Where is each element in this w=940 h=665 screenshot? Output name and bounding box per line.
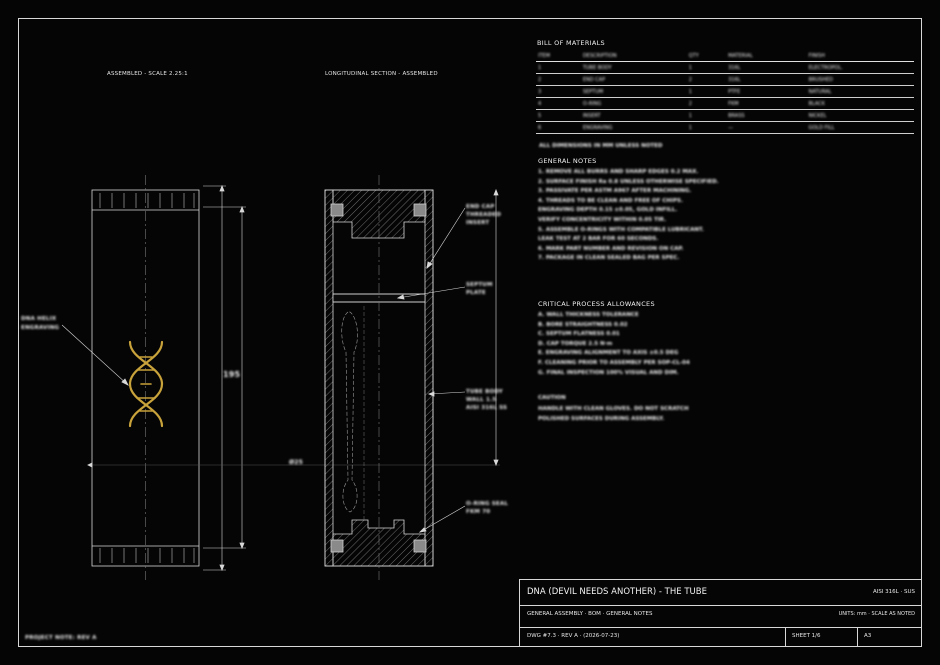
bom-header-description: DESCRIPTION bbox=[580, 50, 687, 62]
bom-header-item: ITEM bbox=[536, 50, 581, 62]
caution-title: CAUTION bbox=[538, 395, 566, 401]
sheet-number: SHEET 1/6 bbox=[792, 633, 821, 639]
title-block-row-meta: DWG #7.3 · REV A · (2026-07-23) SHEET 1/… bbox=[520, 627, 921, 647]
center-dimension: Ø25 bbox=[289, 459, 304, 466]
drawing-subtitle: GENERAL ASSEMBLY · BOM · GENERAL NOTES bbox=[527, 611, 653, 617]
drawing-title: DNA (DEVIL NEEDS ANOTHER) - THE TUBE bbox=[527, 587, 707, 597]
top-cap-knurl bbox=[99, 193, 195, 208]
dna-helix-icon bbox=[128, 340, 164, 428]
units-note: UNITS: mm · SCALE AS NOTED bbox=[838, 611, 915, 617]
size-cell: A3 bbox=[857, 627, 922, 647]
section-view bbox=[324, 175, 499, 580]
material-spec: AISI 316L · SUS bbox=[872, 589, 915, 595]
section-view-title: LONGITUDINAL SECTION - ASSEMBLED bbox=[325, 71, 438, 77]
title-block: DNA (DEVIL NEEDS ANOTHER) - THE TUBE AIS… bbox=[519, 579, 922, 647]
drawing-border bbox=[18, 18, 922, 647]
bom-header-finish: FINISH bbox=[806, 50, 914, 62]
caution-list: HANDLE WITH CLEAN GLOVES. DO NOT SCRATCH… bbox=[538, 406, 689, 422]
sheet-size: A3 bbox=[864, 633, 872, 639]
assembled-view bbox=[61, 175, 500, 580]
bottom-cap-knurl bbox=[99, 548, 195, 563]
overall-length-dimension: 195 bbox=[223, 370, 241, 379]
general-notes-title: GENERAL NOTES bbox=[538, 157, 597, 165]
bom-header-material: MATERIAL bbox=[726, 50, 807, 62]
table-header-row: ITEM DESCRIPTION QTY MATERIAL FINISH bbox=[536, 50, 914, 62]
bom-title: BILL OF MATERIALS bbox=[537, 39, 605, 47]
assembled-view-title: ASSEMBLED - SCALE 2.25:1 bbox=[107, 71, 188, 77]
bom-footnote: ALL DIMENSIONS IN MM UNLESS NOTED bbox=[539, 143, 663, 149]
drawing-number: DWG #7.3 · REV A · (2026-07-23) bbox=[527, 633, 620, 639]
process-allowances-list: A. WALL THICKNESS TOLERANCE B. BORE STRA… bbox=[538, 312, 690, 376]
footer-note: PROJECT NOTE: REV A bbox=[25, 635, 97, 641]
general-notes-list: 1. REMOVE ALL BURRS AND SHARP EDGES 0.2 … bbox=[538, 169, 719, 262]
process-allowances-title: CRITICAL PROCESS ALLOWANCES bbox=[538, 300, 655, 308]
title-block-row-title: DNA (DEVIL NEEDS ANOTHER) - THE TUBE AIS… bbox=[520, 580, 921, 606]
bom-header-qty: QTY bbox=[686, 50, 727, 62]
sheet-cell: SHEET 1/6 bbox=[785, 627, 858, 647]
title-block-row-subtitle: GENERAL ASSEMBLY · BOM · GENERAL NOTES U… bbox=[520, 605, 921, 628]
